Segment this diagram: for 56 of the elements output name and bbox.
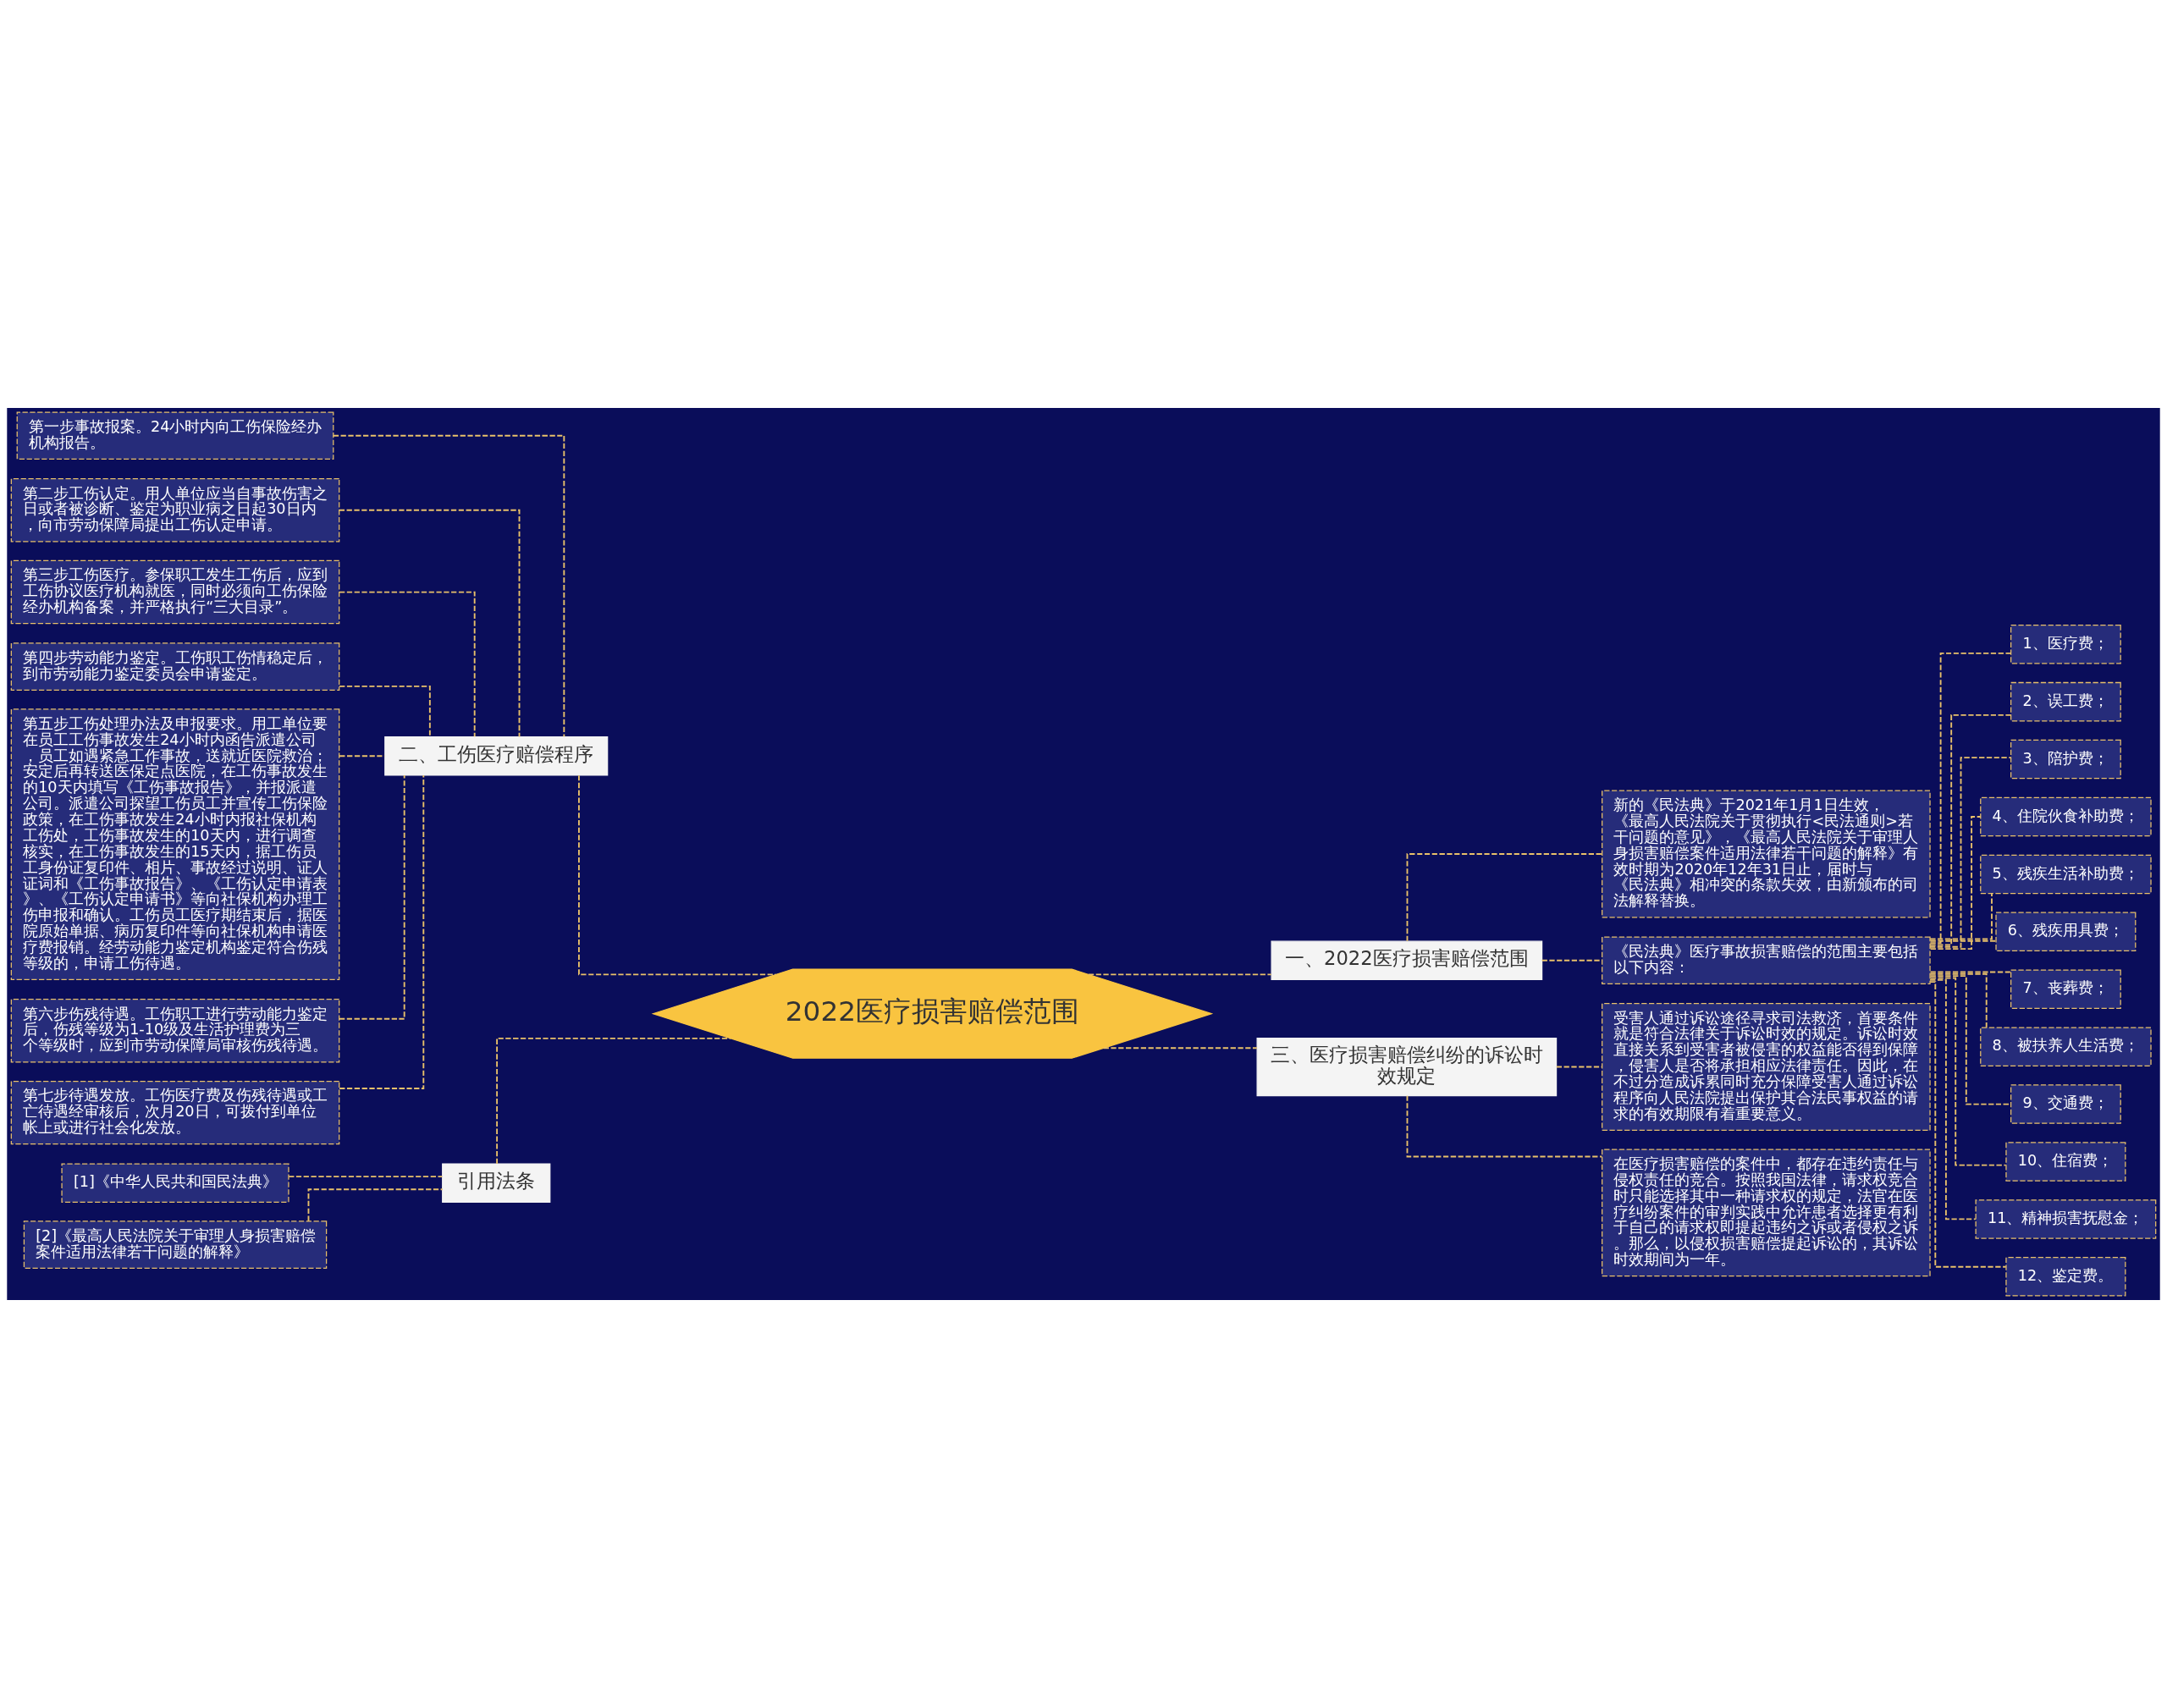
node-box: 2、误工费； [2010, 681, 2121, 722]
connector [496, 1037, 731, 1165]
node-box: 在医疗损害赔偿的案件中，都存在违约责任与侵权责任的竞合。按照我国法律，请求权竞合时只能选择其中一种请求权的规定，法官在医疗纠纷案件的审判实践中允许患者选择更有利于自己的请求权即提起违约之诉或者侵权之诉。那么，以侵权损害赔偿提起诉讼的，其诉讼时效期间为一年。 [1602, 1149, 1931, 1277]
node-box: 6、残疾用具费； [1995, 912, 2137, 952]
node-box: 第三步工伤医疗。参保职工发生工伤后，应到工伤协议医疗机构就医，同时必须向工伤保险经办机构备案，并严格执行“三大目录”。 [10, 559, 340, 625]
connector [1406, 853, 1603, 942]
node-box: 《民法典》医疗事故损害赔偿的范围主要包括以下内容： [1602, 936, 1931, 985]
connector [1929, 652, 2012, 945]
connector [1929, 981, 2007, 1268]
connector [1929, 816, 1982, 950]
node-box: 7、丧葬费； [2010, 969, 2121, 1009]
node-box: 一、2022医疗损害赔偿范围 [1271, 940, 1543, 981]
node-box: 受害人通过诉讼途径寻求司法救济，首要条件就是符合法律关于诉讼时效的规定。诉讼时效直接关系到受害者被侵害的权益能否得到保障，侵害人是否将承担相应法律责任。因此，在不过分造成诉累同时充分保障受害人通过诉讼程序向人民法院提出保护其合法民事权益的请求的有效期限有着重要意义。 [1602, 1003, 1931, 1132]
node-box: 4、住院伙食补助费； [1980, 796, 2152, 837]
node-box: 第六步伤残待遇。工伤职工进行劳动能力鉴定后，伤残等级为1-10级及生活护理费为三个等级时，应到市劳动保障局审核伤残待遇。 [10, 999, 340, 1063]
node-box: 第二步工伤认定。用人单位应当自事故伤害之日或者被诊断、鉴定为职业病之日起30日内，向市劳动保障局提出工伤认定申请。 [10, 478, 340, 543]
node-box: 引用法条 [442, 1163, 551, 1203]
connector [338, 509, 521, 738]
connector [1102, 1047, 1258, 1050]
connector [339, 774, 425, 1089]
connector [339, 685, 431, 738]
node-box: 11、精神损害抚慰金； [1975, 1199, 2157, 1239]
node-box: 三、医疗损害赔偿纠纷的诉讼时效规定 [1256, 1037, 1558, 1097]
connector [1929, 978, 1977, 1220]
connector [1541, 959, 1603, 961]
node-box: 第四步劳动能力鉴定。工伤职工伤情稳定后，到市劳动能力鉴定委员会申请鉴定。 [10, 642, 340, 691]
node-box: 10、住宿费； [2005, 1142, 2126, 1182]
connector [1929, 714, 2012, 946]
connector [307, 1188, 444, 1222]
node-box: 8、被扶养人生活费； [1980, 1027, 2152, 1066]
node-box: 3、陪护费； [2010, 739, 2121, 780]
connector [1929, 892, 1993, 940]
node-box: [2]《最高人民法院关于审理人身损害赔偿案件适用法律若干问题的解释》 [23, 1220, 328, 1269]
node-box: 第五步工伤处理办法及申报要求。用工单位要在员工工伤事故发生24小时内函告派遣公司，员工如遇紧急工作事故，送就近医院救治；安定后再转送医保定点医院，在工伤事故发生的10天内填写《工伤事故报告》，并报派遣公司。派遣公司探望工伤员工并宣传工伤保险政策，在工伤事故发生24小时内报社保机构工伤处，工伤事故发生的10天内，进行调查核实，在工伤事故发生的15天内，据工伤员工身份证复印件、相片、事故经过说明、证人证词和《工伤事故报告》、《工伤认定申请表》、《工伤认定申请书》等向社保机构办理工伤申报和确认。工伤员工医疗期结束后，据医院原始单据、病历复印件等向社保机构申请医疗费报销。经劳动能力鉴定机构鉴定符合伤残等级的，申请工伤待遇。 [10, 708, 340, 981]
connector [1929, 972, 1988, 1028]
node-box: [1]《中华人民共和国民法典》 [61, 1163, 289, 1203]
node-box: 新的《民法典》于2021年1月1日生效，《最高人民法院关于贯彻执行<民法通则>若干问题的意见》，《最高人民法院关于审理人身损害赔偿案件适用法律若干问题的解释》有效时期为2020年12年31日止，届时与《民法典》相冲突的条款失效，由新颁布的司法解释替换。 [1602, 790, 1931, 918]
connector [1406, 1094, 1603, 1158]
connector [1929, 757, 2012, 948]
node-box: 1、医疗费； [2010, 624, 2121, 664]
connector [1555, 1066, 1603, 1068]
node-box: 第七步待遇发放。工伤医疗费及伤残待遇或工亡待遇经审核后，次月20日，可拨付到单位帐上或进行社会化发放。 [10, 1080, 340, 1145]
connector [338, 591, 476, 738]
connector [578, 774, 777, 976]
node-box: 二、工伤医疗赔偿程序 [384, 736, 609, 776]
node-box: 第一步事故报案。24小时内向工伤保险经办机构报告。 [16, 411, 334, 460]
connector [338, 774, 405, 1020]
node-box: 5、残疾生活补助费； [1980, 854, 2152, 895]
connector [1929, 939, 1997, 942]
connector [288, 1176, 444, 1178]
connector [1088, 973, 1272, 976]
connector [1929, 971, 2012, 973]
node-box: 12、鉴定费。 [2005, 1257, 2126, 1297]
connector [1929, 977, 2007, 1166]
node-box: 9、交通费； [2010, 1084, 2121, 1124]
connector [332, 434, 565, 738]
